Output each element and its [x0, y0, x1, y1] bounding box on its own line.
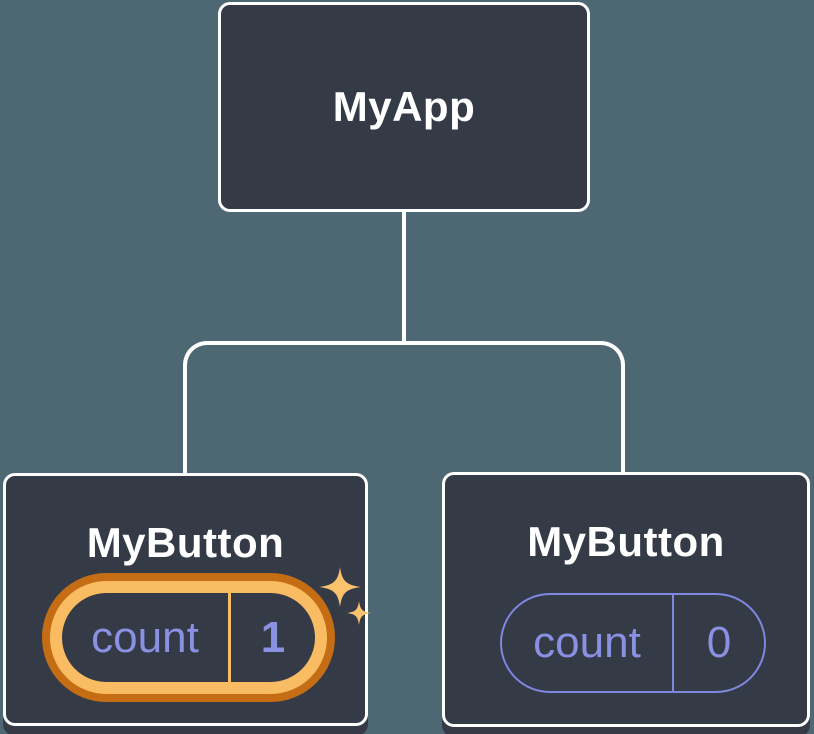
node-mybutton-right: MyButton count 0	[442, 472, 810, 727]
state-value: 0	[706, 618, 732, 667]
sparkles-icon	[319, 567, 371, 625]
node-mybutton-left: MyButton count 1	[3, 473, 371, 726]
state-pill-inner: count 1	[62, 593, 315, 682]
state-pill-highlighted: count 1	[42, 573, 335, 702]
state-key-label: count	[91, 612, 199, 662]
connector-bracket	[183, 341, 625, 473]
state-pill-divider	[228, 593, 231, 682]
state-value: 1	[260, 612, 286, 662]
node-mybutton-left-label: MyButton	[86, 519, 285, 566]
node-mybutton-right-label: MyButton	[527, 518, 725, 565]
state-pill-plain: count 0	[500, 593, 766, 693]
node-myapp-label: MyApp	[332, 83, 476, 130]
connector-stem	[402, 211, 406, 343]
state-key-label: count	[533, 618, 641, 667]
state-pill-divider	[672, 595, 674, 691]
node-myapp: MyApp	[218, 2, 590, 212]
